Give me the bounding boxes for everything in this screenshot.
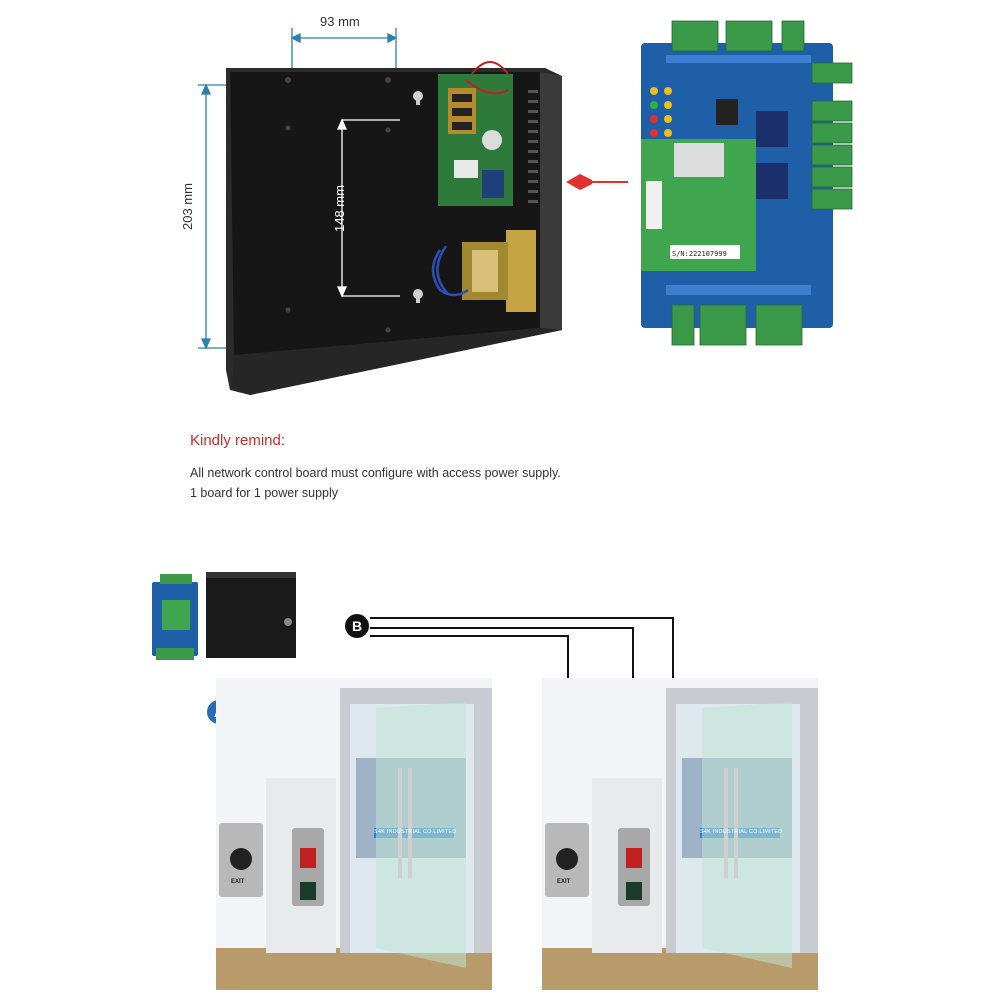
door-sign-left: S4K INDUSTRIAL CO.LIMITED (374, 829, 457, 835)
access-control-board (641, 20, 853, 346)
width-dimension (290, 28, 398, 90)
power-supply-pcb (438, 61, 513, 206)
pointer-arrow-icon (566, 174, 628, 190)
board-serial-number: S/N:222107999 (672, 250, 727, 258)
wire-label-b: B (345, 614, 369, 638)
exit-button-label-left: EXIT (231, 879, 245, 885)
hole-spacing-dimension (336, 118, 400, 298)
door-scene-left (216, 678, 492, 990)
door-sign-right: S4K INDUSTRIAL CO.LIMITED (700, 829, 783, 835)
reminder-line-2: 1 board for 1 power supply (190, 486, 339, 500)
reminder-title: Kindly remind: (190, 432, 286, 449)
door-scene-right (542, 678, 818, 990)
enclosure-diagram (198, 28, 562, 395)
width-dimension-label: 93 mm (320, 14, 360, 29)
transformer (431, 230, 536, 312)
exit-button-label-right: EXIT (557, 879, 571, 885)
controller-kit-thumbnail (152, 572, 296, 660)
reminder-line-1: All network control board must configure… (190, 466, 561, 480)
